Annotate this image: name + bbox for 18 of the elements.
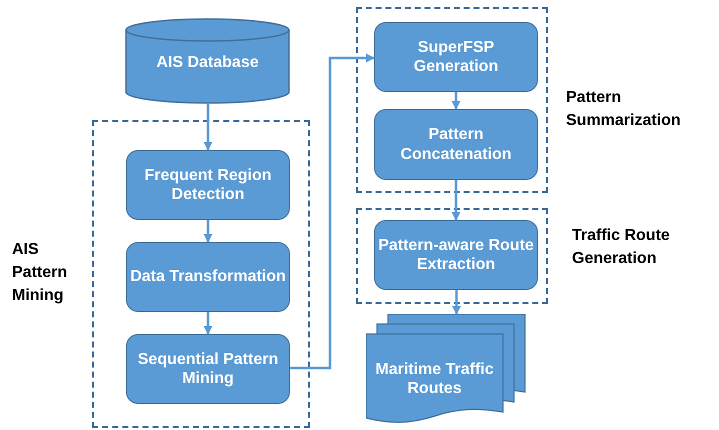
process-box: Pattern-aware Route Extraction	[374, 220, 538, 290]
group-label: AIS Pattern Mining	[12, 240, 68, 306]
arrow	[452, 92, 460, 110]
node-label: AIS Database	[156, 53, 259, 73]
process-box: Data Transformation	[126, 242, 290, 312]
node-label: Maritime Traffic Routes	[374, 360, 495, 398]
arrow	[452, 180, 460, 221]
arrow	[290, 54, 375, 370]
process-box: Sequential Pattern Mining	[126, 334, 290, 404]
arrow	[204, 312, 212, 335]
process-box: SuperFSP Generation	[374, 22, 538, 92]
group-label: Traffic Route Generation	[572, 226, 671, 270]
process-box: Frequent Region Detection	[126, 150, 290, 220]
arrow	[452, 290, 461, 315]
process-box: Pattern Concatenation	[374, 109, 538, 180]
arrow	[204, 220, 212, 243]
group-label: Pattern Summarization	[566, 88, 682, 132]
arrow	[204, 104, 212, 151]
